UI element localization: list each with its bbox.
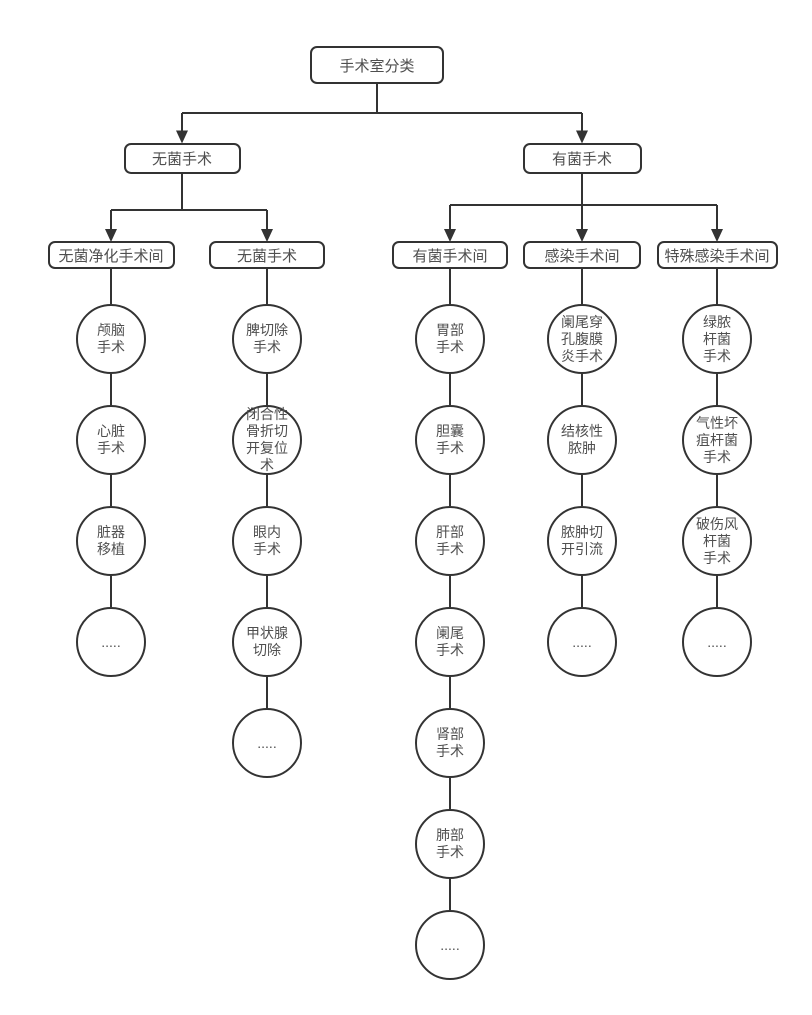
node-septic-operating-room-ellipsis: ..... [415, 910, 485, 980]
node-septic-operating-room-item-2-label: 肝部 手术 [436, 524, 464, 557]
node-special-infection-operating-room-item-2: 破伤风 杆菌 手术 [682, 506, 752, 576]
arrowhead-icon [711, 229, 723, 242]
node-aseptic-clean-operating-room-item-0: 颅脑 手术 [76, 304, 146, 374]
node-aseptic-operating-room-item-0: 脾切除 手术 [232, 304, 302, 374]
node-aseptic-clean-operating-room-item-0-label: 颅脑 手术 [97, 322, 125, 355]
node-septic-operating-room-item-4: 肾部 手术 [415, 708, 485, 778]
arrowhead-icon [444, 229, 456, 242]
node-aseptic-clean-operating-room-ellipsis-label: ..... [101, 633, 121, 650]
arrowhead-icon [105, 229, 117, 242]
node-operating-room-classification: 手术室分类 [310, 46, 444, 84]
node-aseptic-operating-room-item-3: 甲状腺 切除 [232, 607, 302, 677]
node-aseptic-clean-operating-room-item-1-label: 心脏 手术 [97, 423, 125, 456]
node-special-infection-operating-room: 特殊感染手术间 [656, 241, 778, 269]
node-aseptic-clean-operating-room-ellipsis: ..... [76, 607, 146, 677]
node-aseptic-operating-room-item-1: 闭合性 骨折切 开复位 术 [232, 405, 302, 475]
node-aseptic-operating-room-ellipsis: ..... [232, 708, 302, 778]
node-aseptic-operating-room-item-2-label: 眼内 手术 [253, 524, 281, 557]
node-septic-operating-room-item-1-label: 胆囊 手术 [436, 423, 464, 456]
connector-path [110, 84, 718, 910]
node-infection-operating-room-item-0: 阑尾穿 孔腹膜 炎手术 [547, 304, 617, 374]
node-infection-operating-room-ellipsis-label: ..... [572, 633, 592, 650]
arrowhead-icon [576, 229, 588, 242]
node-aseptic-operating-room-item-3-label: 甲状腺 切除 [246, 625, 288, 658]
arrowhead-icon [576, 130, 588, 144]
node-infection-operating-room: 感染手术间 [523, 241, 641, 269]
node-septic-operating-room-item-5: 肺部 手术 [415, 809, 485, 879]
node-septic-operating-room-item-0-label: 胃部 手术 [436, 322, 464, 355]
node-aseptic-operating-room-item-2: 眼内 手术 [232, 506, 302, 576]
node-special-infection-operating-room-item-1-label: 气性坏 疽杆菌 手术 [696, 414, 738, 465]
node-aseptic-operating-room-item-0-label: 脾切除 手术 [246, 322, 288, 355]
node-septic-operating-room: 有菌手术间 [392, 241, 508, 269]
node-aseptic-operating-room: 无菌手术 [209, 241, 325, 269]
node-special-infection-operating-room-ellipsis-label: ..... [707, 633, 727, 650]
node-septic-surgery: 有菌手术 [522, 142, 642, 174]
node-septic-operating-room-item-5-label: 肺部 手术 [436, 827, 464, 860]
node-special-infection-operating-room-item-0-label: 绿脓 杆菌 手术 [703, 313, 731, 364]
node-infection-operating-room-item-1-label: 结核性 脓肿 [561, 423, 603, 456]
node-infection-operating-room-label: 感染手术间 [544, 247, 620, 265]
node-septic-operating-room-item-2: 肝部 手术 [415, 506, 485, 576]
node-special-infection-operating-room-ellipsis: ..... [682, 607, 752, 677]
node-septic-operating-room-label: 有菌手术间 [412, 247, 488, 265]
node-septic-surgery-label: 有菌手术 [551, 150, 612, 168]
node-infection-operating-room-item-2-label: 脓肿切 开引流 [561, 524, 603, 557]
node-aseptic-surgery-label: 无菌手术 [151, 150, 212, 168]
arrowhead-icon [261, 229, 273, 242]
node-special-infection-operating-room-label: 特殊感染手术间 [664, 247, 770, 265]
node-operating-room-classification-label: 手术室分类 [339, 57, 415, 75]
node-septic-operating-room-item-4-label: 肾部 手术 [436, 726, 464, 759]
arrowhead-icon [176, 130, 188, 144]
node-aseptic-clean-operating-room-item-2-label: 脏器 移植 [97, 524, 125, 557]
node-aseptic-operating-room-label: 无菌手术 [236, 247, 297, 265]
node-septic-operating-room-item-1: 胆囊 手术 [415, 405, 485, 475]
node-septic-operating-room-item-0: 胃部 手术 [415, 304, 485, 374]
node-infection-operating-room-item-1: 结核性 脓肿 [547, 405, 617, 475]
node-aseptic-clean-operating-room-item-2: 脏器 移植 [76, 506, 146, 576]
node-aseptic-clean-operating-room-item-1: 心脏 手术 [76, 405, 146, 475]
node-aseptic-surgery: 无菌手术 [123, 142, 241, 174]
node-special-infection-operating-room-item-0: 绿脓 杆菌 手术 [682, 304, 752, 374]
node-aseptic-operating-room-item-1-label: 闭合性 骨折切 开复位 术 [246, 406, 288, 473]
node-aseptic-clean-operating-room-label: 无菌净化手术间 [58, 247, 164, 265]
node-septic-operating-room-ellipsis-label: ..... [440, 936, 460, 953]
node-septic-operating-room-item-3: 阑尾 手术 [415, 607, 485, 677]
node-aseptic-operating-room-ellipsis-label: ..... [257, 734, 277, 751]
node-special-infection-operating-room-item-2-label: 破伤风 杆菌 手术 [696, 515, 738, 566]
node-infection-operating-room-item-2: 脓肿切 开引流 [547, 506, 617, 576]
node-infection-operating-room-ellipsis: ..... [547, 607, 617, 677]
node-aseptic-clean-operating-room: 无菌净化手术间 [47, 241, 175, 269]
node-infection-operating-room-item-0-label: 阑尾穿 孔腹膜 炎手术 [561, 313, 603, 364]
node-special-infection-operating-room-item-1: 气性坏 疽杆菌 手术 [682, 405, 752, 475]
node-septic-operating-room-item-3-label: 阑尾 手术 [436, 625, 464, 658]
